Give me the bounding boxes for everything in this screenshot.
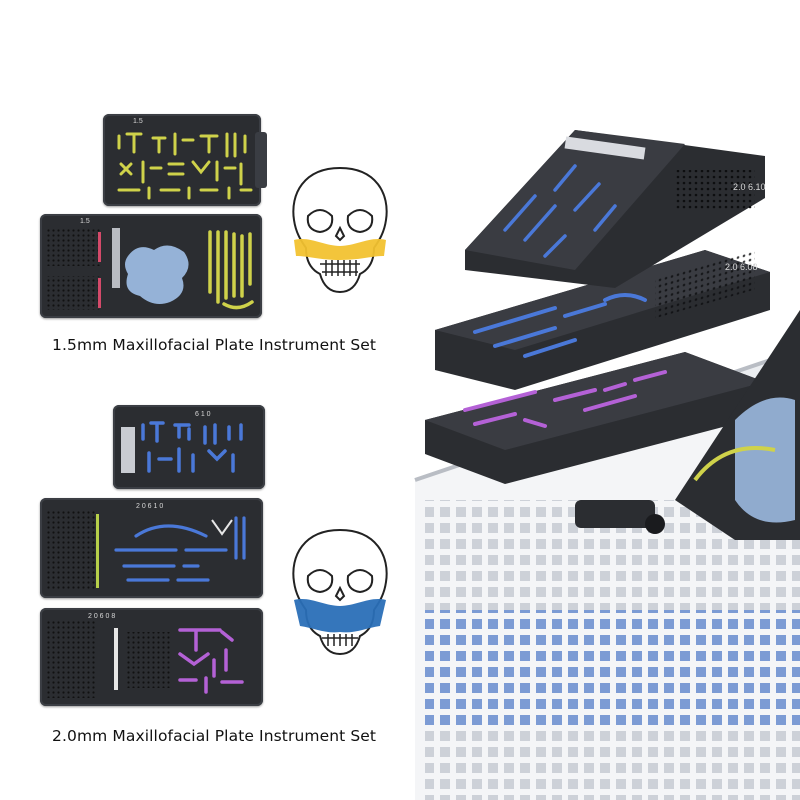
set-caption-2-0mm: 2.0mm Maxillofacial Plate Instrument Set	[52, 727, 377, 745]
yellow-plates	[117, 132, 253, 200]
blue-plates	[121, 421, 243, 473]
yellow-plates	[208, 230, 254, 310]
tray-1-5-large: 1.5	[40, 214, 262, 318]
tray-2-0-mid: 2 0 6 1 0	[40, 498, 263, 598]
highlight-band	[294, 599, 386, 633]
tray-label: 2 0 6 1 0	[136, 503, 164, 510]
stack-tray-right	[675, 310, 800, 540]
skull-2-0mm-icon	[292, 528, 388, 656]
screw-grid	[46, 228, 102, 310]
stack-tray-bottom	[425, 352, 765, 484]
highlight-band	[294, 239, 386, 260]
latch-icon	[575, 500, 665, 534]
mesh-plates	[125, 245, 189, 304]
stack-tray-middle: 2.0 6.08	[435, 249, 770, 390]
tray-2-0-small: 6 1 0	[113, 405, 265, 489]
blue-plates	[46, 510, 246, 590]
tray-1-5-small: 1.5	[103, 114, 267, 206]
tray-label: 1.5	[133, 118, 143, 125]
set-caption-1-5mm: 1.5mm Maxillofacial Plate Instrument Set	[52, 336, 377, 354]
stack-tray-top: 2.0 6.10	[465, 130, 766, 288]
tray-label: 1.5	[80, 218, 90, 225]
skull-1-5mm-icon	[292, 166, 388, 294]
purple-plates	[46, 620, 244, 698]
instrument-case-stack: 2.0 6.08 2.0 6.10	[414, 130, 800, 800]
tray-2-0-bottom: 2 0 6 0 8	[40, 608, 263, 706]
set-1-5mm: 1.5 1.5	[0, 0, 420, 380]
stack-label-top: 2.0 6.10	[733, 182, 766, 192]
stack-label-middle: 2.0 6.08	[725, 262, 758, 272]
tray-label: 2 0 6 0 8	[88, 613, 116, 620]
tray-label: 6 1 0	[195, 411, 211, 418]
set-2-0mm: 6 1 0 2 0 6 1 0	[0, 395, 420, 775]
